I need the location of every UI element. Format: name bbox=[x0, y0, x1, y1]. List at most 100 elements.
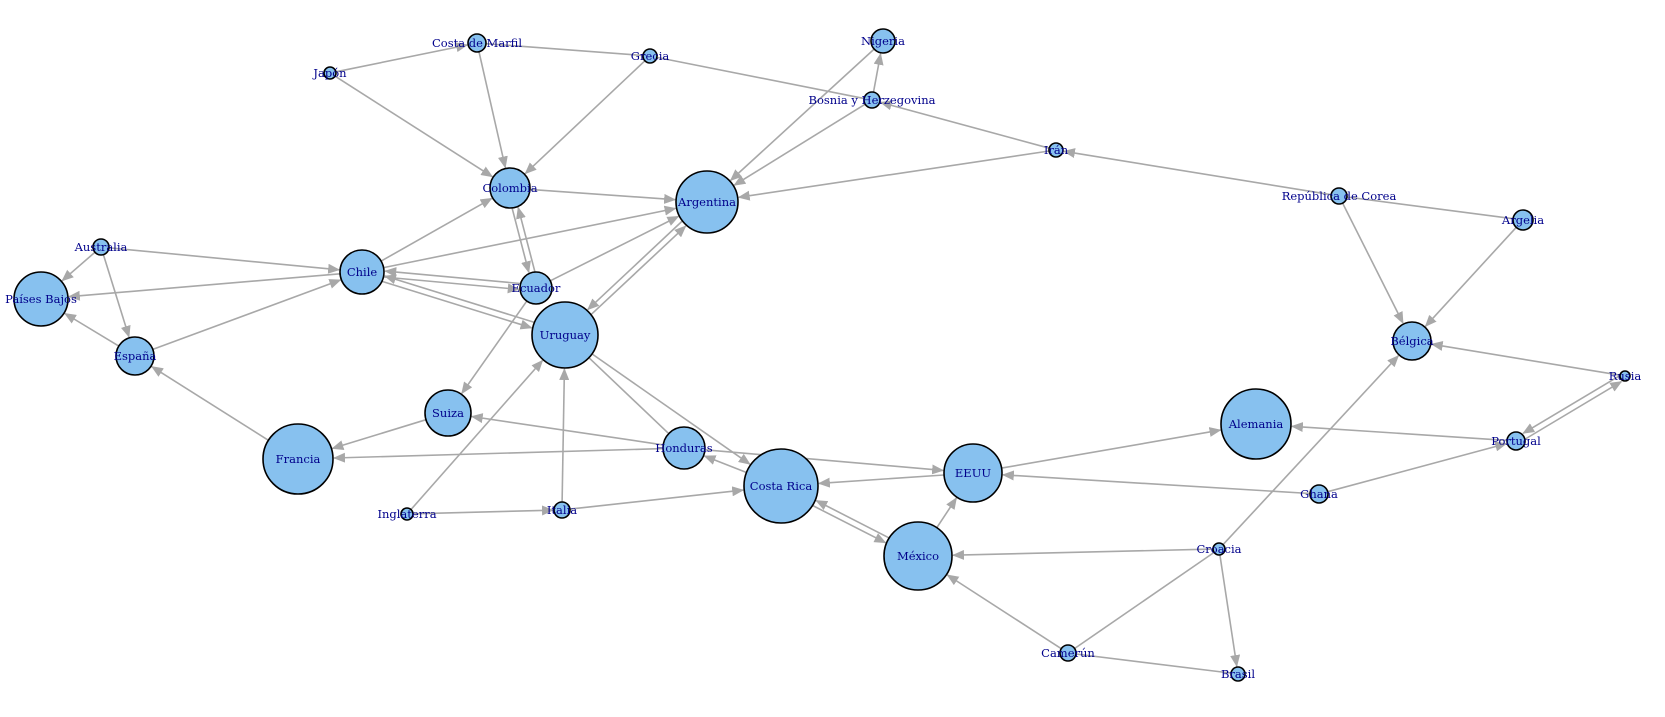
edge-ecuador-to-argentina bbox=[549, 215, 680, 282]
node-camerun: Camerún bbox=[1041, 644, 1095, 662]
node-nigeria: Nigeria bbox=[861, 28, 905, 54]
node-circle-ecuador bbox=[519, 271, 553, 305]
node-belgica: Bélgica bbox=[1390, 321, 1434, 361]
edge-australia-to-chile bbox=[108, 247, 341, 274]
edge-iran-to-bosnia bbox=[879, 100, 1050, 149]
node-alemania: Alemania bbox=[1220, 388, 1292, 460]
edge-portugal-to-rusia bbox=[1524, 380, 1623, 440]
edge-eeuu-to-alemania bbox=[1001, 427, 1222, 469]
edge-espana-to-chile bbox=[152, 279, 342, 351]
node-label-costa-rica: Costa Rica bbox=[750, 479, 813, 493]
edge-costa-rica-to-mexico bbox=[812, 504, 887, 544]
node-label-costa-marfil: Costa de Marfil bbox=[432, 36, 522, 50]
edge-camerun-to-mexico bbox=[946, 574, 1062, 650]
edge-camerun-to-brasil bbox=[1075, 653, 1231, 674]
edge-chile-to-argentina bbox=[383, 205, 677, 269]
edge-chile-to-paises-bajos bbox=[67, 273, 341, 301]
node-circle-camerun bbox=[1059, 644, 1077, 662]
node-label-australia: Australia bbox=[74, 240, 128, 254]
edge-eeuu-to-costa-rica bbox=[817, 474, 945, 488]
node-circle-ghana bbox=[1309, 484, 1329, 504]
node-label-bosnia: Bosnia y Herzegovina bbox=[809, 93, 936, 107]
edges-layer bbox=[61, 42, 1623, 674]
node-chile: Chile bbox=[339, 249, 385, 295]
node-label-inglaterra: Inglaterra bbox=[377, 507, 436, 521]
node-label-suiza: Suiza bbox=[432, 406, 464, 420]
edge-croacia-to-belgica bbox=[1222, 354, 1400, 546]
edge-australia-to-espana bbox=[102, 254, 131, 338]
node-croacia: Croacia bbox=[1196, 542, 1241, 556]
node-label-chile: Chile bbox=[347, 265, 378, 279]
edge-honduras-to-suiza bbox=[470, 413, 664, 446]
edge-chile-to-colombia bbox=[380, 197, 493, 262]
edge-bosnia-to-argentina bbox=[733, 103, 866, 186]
node-circle-argelia bbox=[1512, 209, 1534, 231]
node-label-portugal: Portugal bbox=[1491, 434, 1541, 448]
edge-chile-to-ecuador bbox=[383, 276, 520, 294]
node-eeuu: EEUU bbox=[943, 443, 1003, 503]
edge-republica-corea-to-argelia bbox=[1346, 196, 1513, 220]
edge-bosnia-to-nigeria bbox=[872, 52, 884, 93]
node-circle-japon bbox=[323, 66, 337, 80]
node-label-paises-bajos: Países Bajos bbox=[5, 292, 77, 306]
edge-costa-rica-to-honduras bbox=[703, 455, 747, 474]
node-circle-brasil bbox=[1230, 666, 1246, 682]
node-circle-rusia bbox=[1619, 370, 1631, 382]
node-circle-portugal bbox=[1506, 431, 1526, 451]
node-label-ecuador: Ecuador bbox=[512, 281, 561, 295]
node-circle-paises-bajos bbox=[13, 271, 69, 327]
edge-uruguay-to-argentina bbox=[590, 225, 687, 316]
node-costa-marfil: Costa de Marfil bbox=[432, 33, 522, 53]
node-label-eeuu: EEUU bbox=[955, 466, 991, 480]
node-label-republica-corea: República de Corea bbox=[1282, 189, 1397, 203]
node-label-francia: Francia bbox=[276, 452, 321, 466]
edge-uruguay-to-chile bbox=[383, 274, 535, 324]
node-circle-italia bbox=[553, 501, 571, 519]
node-argentina: Argentina bbox=[675, 170, 739, 234]
node-ghana: Ghana bbox=[1300, 484, 1338, 504]
node-italia: Italia bbox=[547, 501, 577, 519]
node-mexico: México bbox=[883, 521, 953, 591]
node-label-argelia: Argelia bbox=[1501, 213, 1544, 227]
edge-espana-to-paises-bajos bbox=[64, 312, 120, 347]
node-label-uruguay: Uruguay bbox=[540, 328, 591, 342]
edge-colombia-to-ecuador bbox=[511, 207, 531, 274]
node-brasil: Brasil bbox=[1221, 666, 1255, 682]
node-circle-costa-rica bbox=[743, 448, 819, 524]
node-bosnia: Bosnia y Herzegovina bbox=[809, 91, 936, 109]
node-circle-argentina bbox=[675, 170, 739, 234]
node-label-colombia: Colombia bbox=[482, 181, 537, 195]
node-argelia: Argelia bbox=[1501, 209, 1544, 231]
node-circle-belgica bbox=[1392, 321, 1432, 361]
node-grecia: Grecia bbox=[631, 48, 669, 64]
edge-costa-marfil-to-grecia bbox=[485, 42, 643, 57]
edge-nigeria-to-argentina bbox=[729, 48, 875, 182]
node-uruguay: Uruguay bbox=[531, 301, 599, 369]
edge-rusia-to-portugal bbox=[1522, 375, 1620, 434]
node-circle-uruguay bbox=[531, 301, 599, 369]
edge-camerun-to-croacia bbox=[1074, 552, 1214, 650]
node-circle-republica-corea bbox=[1330, 187, 1348, 205]
node-label-camerun: Camerún bbox=[1041, 646, 1095, 660]
edge-colombia-to-argentina bbox=[529, 188, 677, 204]
edge-mexico-to-costa-rica bbox=[815, 499, 890, 539]
edge-suiza-to-francia bbox=[331, 418, 427, 450]
node-circle-francia bbox=[262, 423, 334, 495]
node-label-croacia: Croacia bbox=[1196, 542, 1241, 556]
edge-republica-corea-to-belgica bbox=[1341, 202, 1404, 324]
node-circle-alemania bbox=[1220, 388, 1292, 460]
edge-francia-to-espana bbox=[151, 366, 269, 441]
node-label-honduras: Honduras bbox=[655, 441, 712, 455]
edge-croacia-to-mexico bbox=[952, 548, 1214, 560]
node-label-belgica: Bélgica bbox=[1390, 334, 1433, 348]
edge-ghana-to-eeuu bbox=[1001, 470, 1311, 495]
edge-portugal-to-alemania bbox=[1290, 422, 1508, 442]
node-costa-rica: Costa Rica bbox=[743, 448, 819, 524]
node-circle-mexico bbox=[883, 521, 953, 591]
node-circle-costa-marfil bbox=[467, 33, 487, 53]
node-label-brasil: Brasil bbox=[1221, 667, 1255, 681]
edge-italia-to-costa-rica bbox=[569, 486, 745, 510]
edge-japon-to-colombia bbox=[334, 75, 494, 178]
edge-ecuador-to-colombia bbox=[516, 206, 536, 273]
